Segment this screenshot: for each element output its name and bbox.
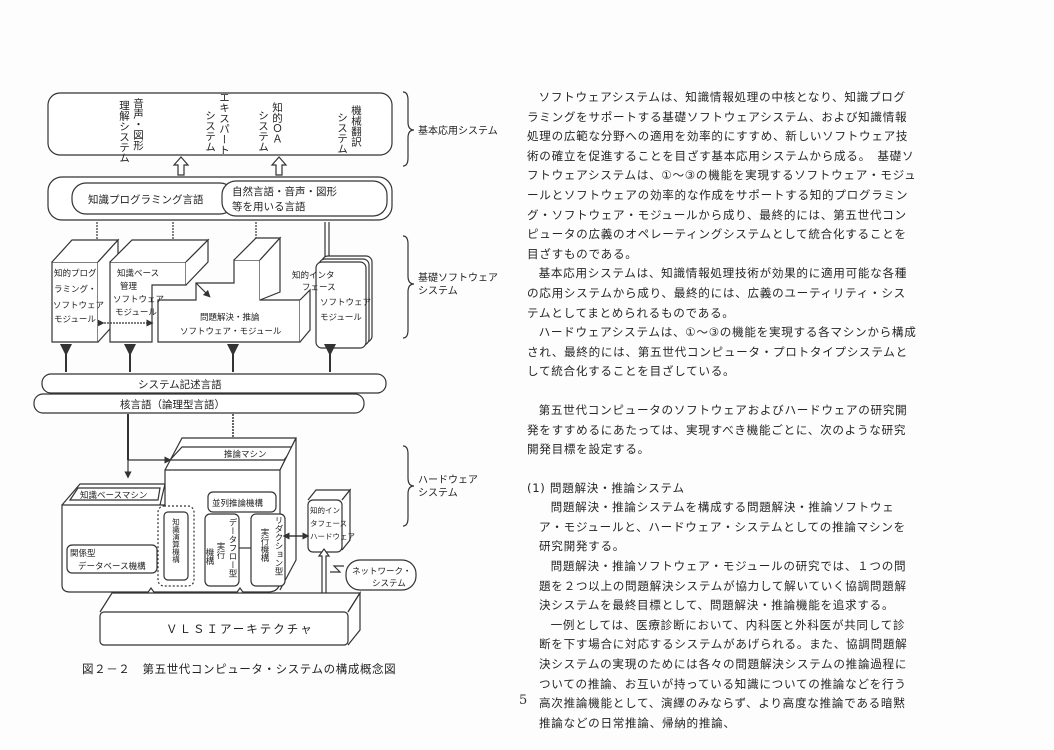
relational-db-label-1: 関係型 (70, 549, 96, 559)
paragraph: ハードウェアシステムは、①～③の機能を実現する各マシンから構成され、最終的には、… (527, 325, 917, 379)
network-label-1: ネットワーク・ (352, 567, 411, 577)
bracket-label-hardware-2: システム (418, 487, 458, 499)
module-label: ソフトウェア・モジュール (180, 327, 282, 337)
application-systems-box (47, 92, 393, 156)
network-system-box (345, 559, 417, 591)
section-heading: (1) 問題解決・推論システム (527, 480, 685, 495)
vlsi-architecture-box (99, 611, 349, 646)
module-label: モジュール (320, 313, 362, 323)
module-label: 問題解決・推論 (200, 312, 260, 323)
page-number: 5 (519, 693, 528, 708)
app-label: エキスパート (218, 92, 230, 155)
interface-hw-label-2: タフェース (310, 519, 347, 528)
knowledge-op-label: 知識演算機構 (171, 517, 180, 565)
bracket-label-hardware-1: ハードウェア (418, 474, 478, 486)
module-label: 知的プログ (54, 268, 97, 279)
reduction-label-2: 実行機構 (259, 527, 269, 563)
module-label: ソフトウェア (113, 295, 164, 305)
relational-db-label-2: データベース機構 (78, 561, 146, 572)
dataflow-label-1: データフロー型 (227, 517, 237, 577)
vlsi-label: ＶＬＳＩアーキテクチャ (166, 622, 314, 636)
network-label-2: システム (372, 579, 406, 589)
system-description-language-bar (41, 373, 387, 394)
figure-caption: 図２－２ 第五世代コンピュータ・システムの構成概念図 (82, 662, 397, 676)
module-label: ソフトウェア (320, 298, 371, 308)
bracket-label-basic-software-2: システム (418, 285, 458, 297)
app-label: システム (257, 110, 269, 152)
reduction-label-1: リダクション型 (273, 516, 283, 576)
app-label: 知的ＯＡ (271, 101, 283, 144)
architecture-diagram: 理解システム 音声・図形 エキスパート システム 知的ＯＡ システム 機械翻訳 … (33, 91, 498, 646)
app-label: システム (336, 112, 348, 154)
up-arrow (270, 156, 288, 176)
app-label: 音声・図形 (132, 97, 144, 151)
paragraph: 基本応用システムは、知識情報処理技術が効果的に適用可能な各種の応用システムから成… (527, 266, 908, 320)
app-label: 理解システム (118, 100, 130, 163)
paragraph: 問題解決・推論ソフトウェア・モジュールの研究では、１つの問題を２つ以上の問題解決… (539, 559, 907, 613)
kernel-language-bar (33, 393, 365, 414)
module-label: フェース (302, 283, 336, 293)
paragraph: 第五世代コンピュータのソフトウェアおよびハードウェアの研究開発をすすめるにあたっ… (527, 402, 908, 457)
body-text: ソフトウェアシステムは、知識情報処理の中核となり、知識プログラミングをサポートす… (527, 88, 917, 733)
natural-language-label-1: 自然言語・音声・図形 (232, 185, 337, 198)
dataflow-label-2: 実行 (215, 541, 225, 560)
bracket-label-basic-application: 基本応用システム (418, 124, 498, 137)
interface-hw-label-3: ハードウェア (310, 532, 355, 541)
module-label: 管理 (120, 281, 138, 292)
kb-machine-label-box (68, 487, 161, 501)
app-label: 機械翻訳 (350, 104, 362, 148)
module-label: モジュール (54, 315, 96, 325)
module-label: モジュール (115, 308, 157, 318)
interface-hw-label-1: 知的イン (310, 505, 340, 515)
bracket-hardware (402, 445, 415, 527)
app-label: システム (204, 110, 216, 152)
intelligent-interface-module (315, 261, 367, 349)
knowledge-op-box (163, 511, 189, 581)
natural-language-box (221, 180, 388, 217)
knowledge-programming-language-label: 知識プログラミング言語 (88, 193, 204, 206)
bracket-label-basic-software-1: 基礎ソフトウェア (418, 271, 498, 284)
kernel-language-label: 核言語（論理型言語） (120, 398, 225, 411)
up-arrow (172, 156, 190, 176)
dataflow-box (204, 513, 240, 587)
paragraph: 問題解決・推論システムを構成する問題解決・推論ソフトウェア・モジュールと、ハード… (539, 500, 906, 554)
module-label: 知識ベース (117, 268, 159, 279)
module-label: 知的インタ (292, 270, 335, 281)
natural-language-label-2: 等を用いる言語 (232, 200, 306, 213)
inference-machine-label: 推論マシン (224, 449, 267, 460)
reduction-box (250, 513, 286, 587)
paragraph: 一例としては、医療診断において、内科医と外科医が共同して診断を下す場合に対応する… (539, 617, 908, 730)
paragraph: ソフトウェアシステムは、知識情報処理の中核となり、知識プログラミングをサポートす… (527, 90, 917, 261)
parallel-inference-label: 並列推論機構 (212, 498, 264, 509)
module-label: ラミング・ (54, 284, 97, 295)
bracket-basic-software (402, 235, 415, 339)
system-description-language-label: システム記述言語 (138, 378, 222, 391)
bracket-basic-application (402, 91, 415, 167)
relational-db-box (66, 544, 158, 574)
dataflow-label-3: 機構 (204, 547, 214, 566)
module-label: ソフトウェア (53, 301, 104, 311)
kb-machine-label: 知識ベースマシン (80, 490, 147, 501)
parallel-inference-box (207, 491, 277, 513)
